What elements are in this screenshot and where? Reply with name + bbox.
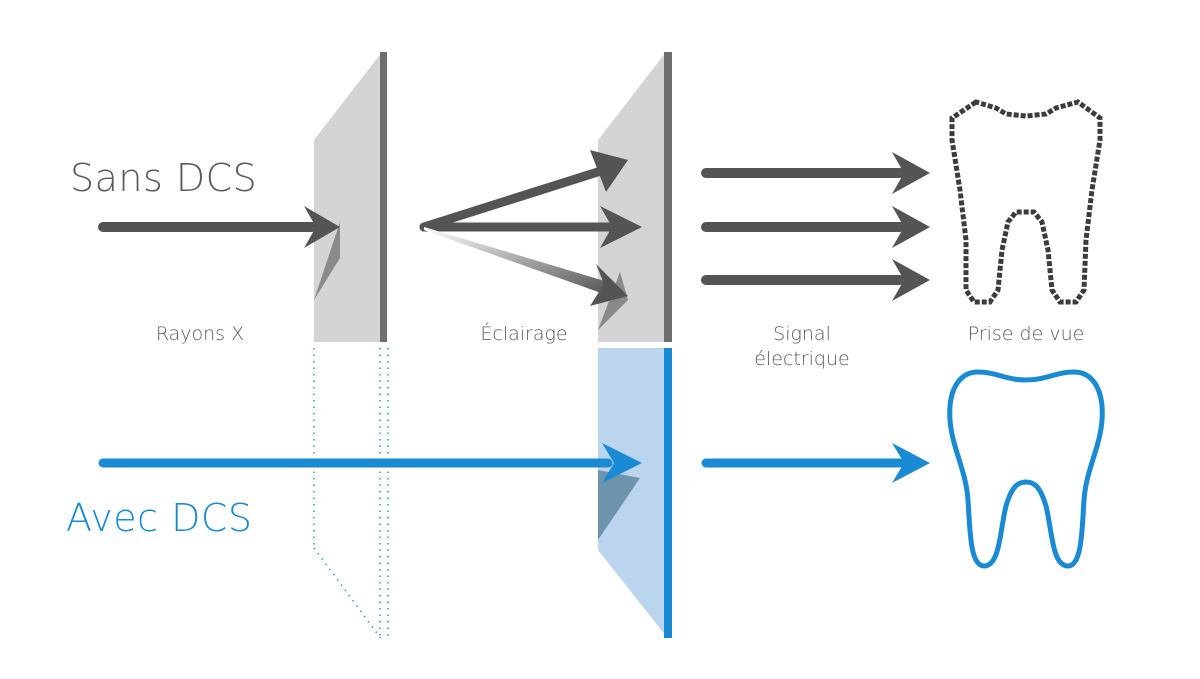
- xray-arrow-blue: [98, 443, 642, 483]
- stage-label-capture: Prise de vue: [967, 323, 1085, 345]
- xray-panel: [314, 52, 387, 342]
- row-title-without-dcs: Sans DCS: [70, 156, 258, 200]
- stage-label-signal-line2: électrique: [754, 348, 850, 370]
- tooth-icon: [947, 369, 1105, 569]
- row-title-with-dcs: Avec DCS: [66, 496, 253, 540]
- scatter-arrows: [419, 150, 642, 306]
- stage-label-xray: Rayons X: [155, 323, 245, 345]
- signal-arrows-gray: [701, 152, 930, 301]
- sensor-panel-blue: [598, 348, 672, 638]
- stage-label-signal-line1: Signal: [773, 323, 831, 345]
- sensor-panel-gray: [598, 52, 672, 342]
- signal-arrow-blue: [701, 443, 930, 483]
- xray-arrow-gray: [98, 206, 340, 248]
- stage-label-lighting: Éclairage: [480, 323, 568, 345]
- xray-panel-dotted-outline: [313, 348, 389, 641]
- tooth-icon: [949, 99, 1103, 305]
